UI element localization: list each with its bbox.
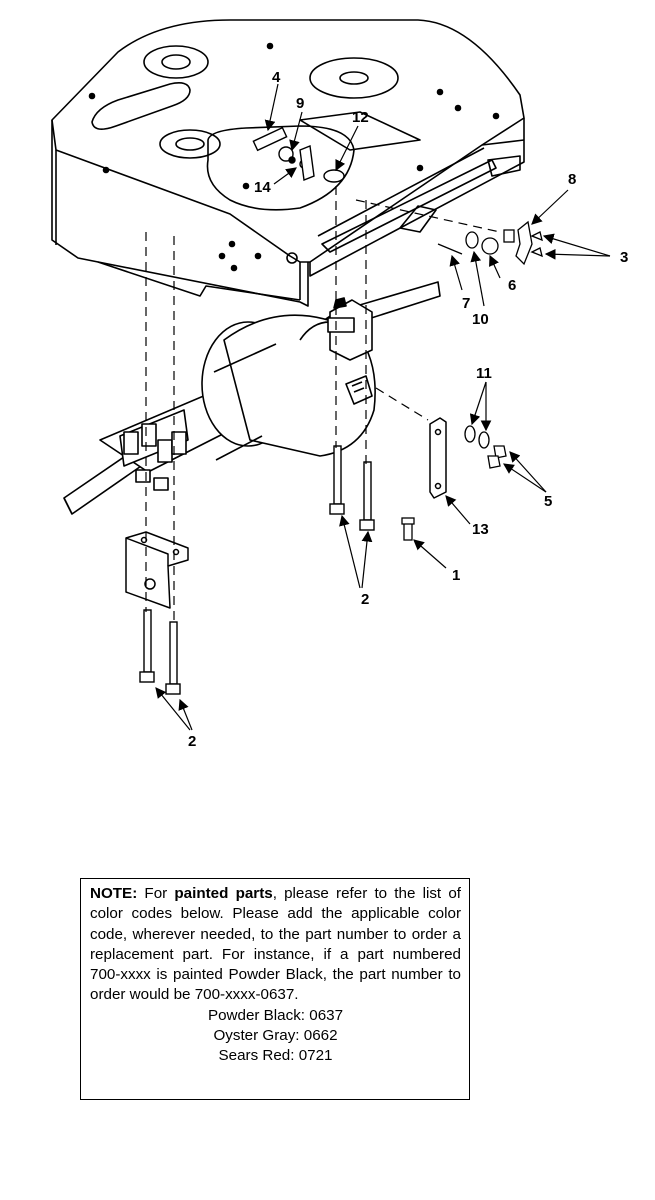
note-emphasis: painted parts (174, 885, 273, 902)
callout-2-lower: 2 (188, 733, 196, 750)
callout-8: 8 (568, 171, 576, 188)
exploded-parts-diagram: 1 2 2 3 4 5 6 7 8 9 10 11 12 13 14 (51, 19, 628, 750)
note-text-before: For (137, 885, 175, 902)
color-code-oyster-gray: Oyster Gray: 0662 (213, 1027, 338, 1045)
mounting-bracket (125, 531, 189, 609)
callout-4: 4 (272, 69, 281, 86)
bolts (139, 445, 375, 695)
assembly-lines (145, 186, 501, 624)
callout-14: 14 (254, 179, 271, 196)
hardware-parts (401, 220, 543, 541)
color-code-sears-red: Sears Red: 0721 (218, 1047, 333, 1065)
color-code-powder-black: Powder Black: 0637 (207, 1006, 344, 1024)
callout-9: 9 (296, 95, 304, 112)
callout-5: 5 (544, 493, 552, 510)
frame-plate (51, 19, 525, 307)
note-text-after: , please refer to the list of color code… (90, 885, 461, 1004)
callout-2-middle: 2 (361, 591, 369, 608)
note-body: NOTE: For painted parts, please refer to… (90, 884, 461, 1006)
callout-11: 11 (476, 365, 492, 382)
bracket-13 (429, 417, 447, 499)
callout-10: 10 (472, 311, 489, 328)
callout-7: 7 (462, 295, 470, 312)
leader-lines (155, 83, 611, 731)
callout-6: 6 (508, 277, 516, 294)
callout-12: 12 (352, 109, 369, 126)
callout-13: 13 (472, 521, 489, 538)
transaxle (63, 281, 441, 515)
callout-3: 3 (620, 249, 628, 266)
callout-1: 1 (452, 567, 460, 584)
note-label: NOTE: (90, 885, 138, 902)
painted-parts-note: NOTE: For painted parts, please refer to… (80, 878, 470, 1100)
